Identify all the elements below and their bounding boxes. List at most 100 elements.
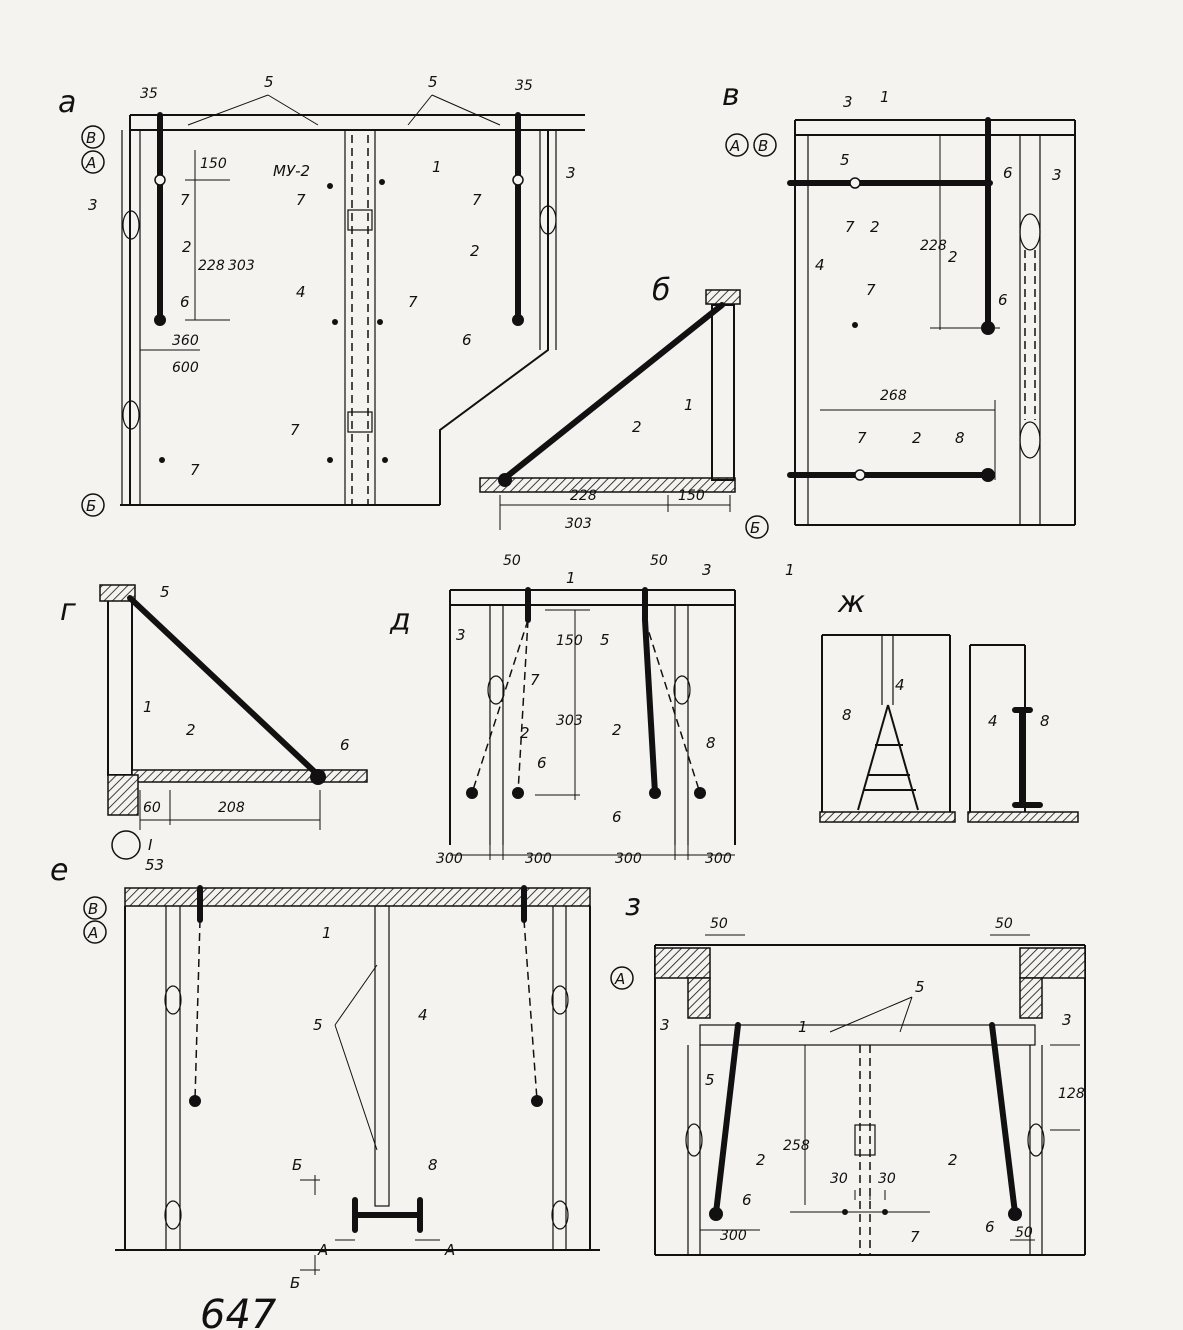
dimension: 300 bbox=[720, 1228, 747, 1244]
section-mark: А bbox=[444, 1241, 455, 1259]
callout: 8 bbox=[428, 1156, 438, 1174]
callout: 7 bbox=[866, 281, 876, 299]
callout: 1 bbox=[566, 569, 576, 587]
callout: 2 bbox=[186, 721, 196, 739]
panel-e-brace-left bbox=[194, 919, 201, 1101]
panel-zh-frame-right bbox=[969, 644, 1026, 815]
dimension: 300 bbox=[615, 851, 642, 867]
panel-a: а В А Б bbox=[58, 73, 585, 517]
callout: 1 bbox=[322, 924, 332, 942]
callout: 3 bbox=[1052, 166, 1062, 184]
axis-label: А bbox=[729, 137, 740, 155]
callout: 7 bbox=[408, 293, 418, 311]
dimension: 50 bbox=[650, 553, 668, 569]
dimension: 208 bbox=[218, 800, 245, 816]
callout: 5 bbox=[915, 978, 925, 996]
panel-z: з А 1 5 3 3 5 2 2 6 6 7 50 50 128 258 bbox=[610, 888, 1086, 1256]
panel-e-slab bbox=[124, 887, 591, 907]
callout: 53 bbox=[145, 856, 164, 874]
panel-d-frame bbox=[449, 589, 736, 845]
panel-v-frame bbox=[794, 119, 1076, 526]
dimension: 128 bbox=[1058, 1086, 1085, 1102]
callout: 6 bbox=[340, 736, 350, 754]
panel-z-beam-1 bbox=[699, 1024, 1036, 1046]
callout: 7 bbox=[290, 421, 300, 439]
callout: 2 bbox=[632, 418, 642, 436]
callout: 7 bbox=[180, 191, 190, 209]
section-mark: А bbox=[317, 1241, 328, 1259]
panel-b-column bbox=[711, 304, 735, 481]
dimension: 50 bbox=[710, 916, 728, 932]
callout: 5 bbox=[705, 1071, 715, 1089]
axis-label: А bbox=[614, 970, 625, 988]
callout: 8 bbox=[842, 706, 852, 724]
panel-g-column bbox=[107, 599, 133, 776]
panel-label-zh: ж bbox=[837, 585, 865, 620]
panel-g-brace bbox=[127, 595, 321, 778]
axis-bubble bbox=[81, 125, 105, 149]
panel-a-column-left bbox=[121, 130, 141, 505]
panel-g: г 5 1 2 6 I 53 60 208 bbox=[60, 583, 368, 874]
section-mark: Б bbox=[290, 1274, 300, 1292]
dimension: 30 bbox=[830, 1171, 848, 1187]
axis-label: В bbox=[88, 900, 98, 918]
dimension: 35 bbox=[140, 86, 158, 102]
dimension: 35 bbox=[515, 78, 533, 94]
callout: 2 bbox=[612, 721, 622, 739]
callout: 4 bbox=[895, 676, 905, 694]
panel-a-beam-4 bbox=[351, 135, 369, 505]
dimension: 50 bbox=[1015, 1225, 1033, 1241]
dimension: 300 bbox=[705, 851, 732, 867]
callout: 4 bbox=[296, 283, 306, 301]
callout: 5 bbox=[160, 583, 170, 601]
callout: 1 bbox=[432, 158, 442, 176]
dimension: 303 bbox=[556, 713, 583, 729]
panel-v: в А В Б 3 1 5 3 6 7 2 2 4 7 6 7 2 8 1 2 bbox=[722, 78, 1076, 579]
panel-b-slab bbox=[479, 477, 736, 493]
callout: 3 bbox=[1062, 1011, 1072, 1029]
callout: 1 bbox=[143, 698, 153, 716]
panel-label-d: д bbox=[389, 603, 411, 638]
dimension: 300 bbox=[436, 851, 463, 867]
panel-g-slab bbox=[131, 769, 368, 783]
axis-label: В bbox=[758, 137, 768, 155]
dimension: 228 bbox=[570, 488, 597, 504]
panel-z-brace-left bbox=[713, 1022, 741, 1216]
callout: 7 bbox=[857, 429, 867, 447]
dimension: 600 bbox=[172, 360, 199, 376]
dimension: 228 bbox=[920, 238, 947, 254]
axis-label: А bbox=[87, 924, 98, 942]
callout: 1 bbox=[880, 88, 890, 106]
axis-label: Б bbox=[86, 497, 96, 515]
dimension: 150 bbox=[200, 156, 227, 172]
callout: 2 bbox=[520, 724, 530, 742]
callout: 7 bbox=[190, 461, 200, 479]
callout: 6 bbox=[985, 1218, 995, 1236]
dimension: 228 bbox=[198, 258, 225, 274]
panel-a-frame bbox=[120, 114, 585, 506]
panel-e-frame bbox=[115, 906, 600, 1251]
panel-label-a: а bbox=[58, 85, 76, 120]
callout: 4 bbox=[815, 256, 825, 274]
callout: 3 bbox=[566, 164, 576, 182]
panel-label-v: в bbox=[722, 78, 740, 113]
dimension: 150 bbox=[556, 633, 583, 649]
callout: 5 bbox=[600, 631, 610, 649]
callout: 5 bbox=[428, 73, 438, 91]
callout: 5 bbox=[313, 1016, 323, 1034]
callout: 7 bbox=[845, 218, 855, 236]
callout: 7 bbox=[472, 191, 482, 209]
callout: 3 bbox=[843, 93, 853, 111]
callout: 3 bbox=[660, 1016, 670, 1034]
panel-zh: ж 4 8 4 8 bbox=[819, 585, 1079, 823]
axis-label: А bbox=[85, 154, 96, 172]
callout: 6 bbox=[612, 808, 622, 826]
panel-label-g: г bbox=[60, 593, 76, 628]
callout: 6 bbox=[180, 293, 190, 311]
panel-a-column-right bbox=[539, 130, 557, 350]
dimension: 50 bbox=[503, 553, 521, 569]
callout: 6 bbox=[742, 1191, 752, 1209]
dimension: 258 bbox=[783, 1138, 810, 1154]
callout: 2 bbox=[948, 1151, 958, 1169]
panel-b: б 2 1 228 150 303 bbox=[479, 273, 741, 532]
